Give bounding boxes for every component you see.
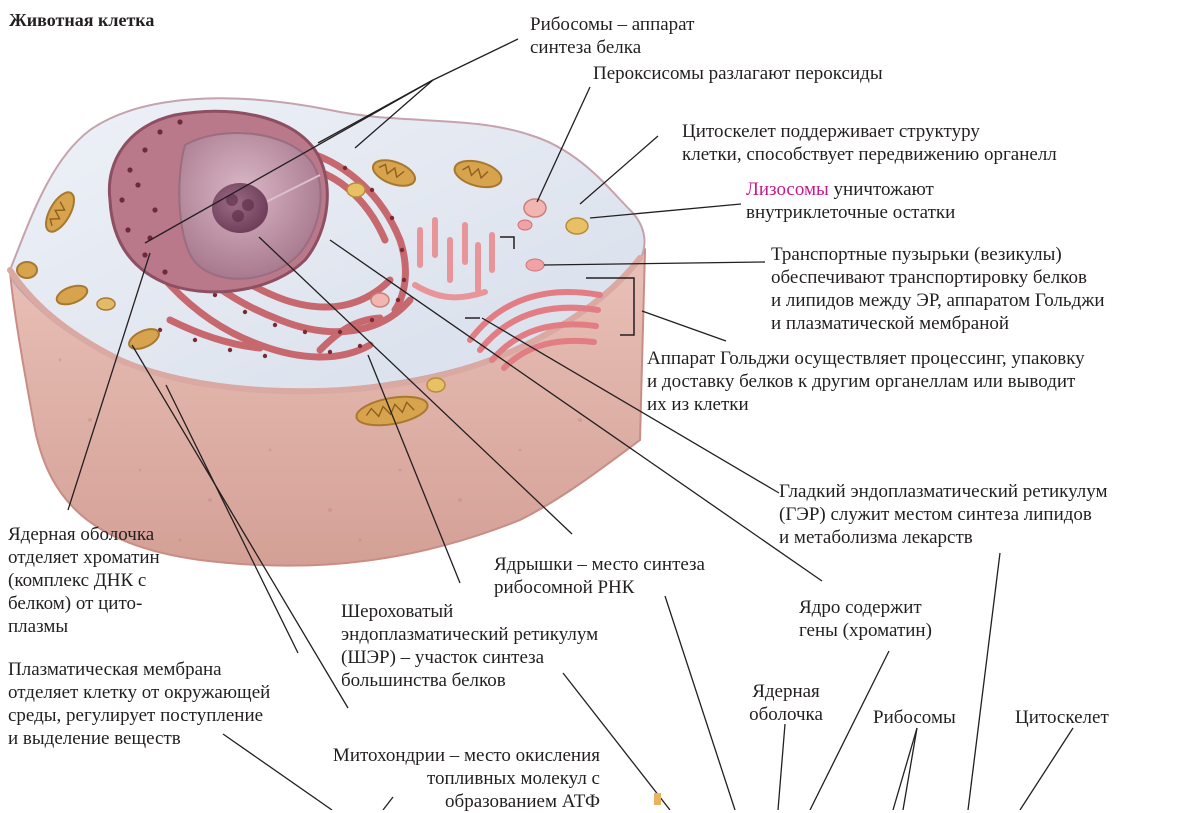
label-ribosomes-short: Рибосомы	[873, 706, 956, 729]
figure-title: Животная клетка	[9, 10, 154, 31]
label-golgi: Аппарат Гольджи осуществляет процессинг,…	[647, 347, 1085, 416]
label-cytoskeleton-short: Цитоскелет	[1015, 706, 1109, 729]
label-lysosomes: Лизосомы уничтожают внутриклеточные оста…	[746, 178, 955, 224]
label-smooth-er: Гладкий эндоплазматический ретикулум(ГЭР…	[779, 480, 1108, 549]
lysosomes-name: Лизосомы	[746, 179, 829, 200]
label-peroxisomes: Пероксисомы разлагают пероксиды	[593, 62, 883, 85]
nucleolus	[212, 183, 268, 233]
label-transport-vesicles: Транспортные пузырьки (везикулы)обеспечи…	[771, 243, 1105, 335]
inset-fragment	[654, 793, 661, 805]
